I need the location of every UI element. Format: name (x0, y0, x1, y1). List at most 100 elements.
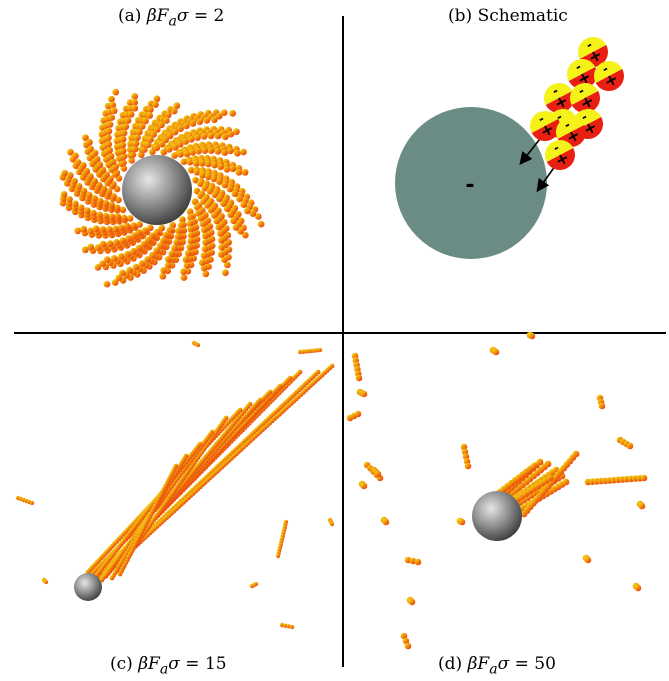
panel-a-bead (180, 268, 187, 275)
panel-a-bead (103, 171, 110, 179)
panel-a-bead (195, 209, 202, 217)
panel-a-bead (171, 143, 179, 151)
panel-a-bead (114, 213, 122, 220)
panel-a-bead (135, 244, 143, 252)
panel-c-filaments (15, 340, 335, 630)
particle-head-charge: - (600, 62, 611, 77)
panel-a-bead (138, 260, 146, 267)
panel-c-bead (286, 624, 291, 629)
panel-a-bead (187, 214, 194, 221)
panel-a-bead (216, 178, 223, 186)
panel-a-bead (210, 175, 218, 183)
panel-d-filaments (346, 331, 648, 650)
panel-a-bead (210, 211, 218, 219)
panel-a-bead (192, 160, 200, 167)
schematic-particle: -+ (544, 83, 574, 114)
panel-a-bead (77, 204, 85, 212)
panel-a-bead (153, 247, 161, 254)
panel-a-bead (80, 225, 87, 233)
panel-c-title: (c) βFaσ = 15 (110, 654, 227, 678)
panel-a-bead (173, 102, 181, 110)
panel-d-bead (374, 470, 382, 478)
panel-a-bead (168, 250, 176, 258)
panel-c-bead (289, 624, 295, 630)
panel-a-bead (115, 274, 123, 282)
panel-c-bead (43, 579, 49, 585)
panel-d-bead (464, 462, 472, 470)
panel-a-bead (99, 240, 107, 248)
panel-a-bead (115, 196, 122, 204)
panel-a-bead (223, 261, 231, 269)
particle-tail (531, 118, 560, 141)
panel-a-bead (108, 95, 115, 103)
panel-a-bead (175, 227, 183, 235)
panel-a-bead (215, 112, 223, 120)
panel-d-bead (572, 450, 580, 458)
panel-a-bead (240, 201, 248, 209)
particle-tail (595, 68, 624, 91)
particle-head-charge: - (562, 118, 573, 133)
panel-a-bead (198, 259, 206, 266)
panel-a-bead (214, 132, 222, 140)
panel-a-bead (87, 227, 94, 235)
panel-a-bead (220, 200, 227, 208)
panel-a-bead (215, 195, 223, 203)
panel-a-bead (183, 150, 191, 158)
panel-a-bead (162, 231, 170, 239)
panel-a-bead (204, 202, 211, 209)
panel-a-bead (173, 239, 181, 246)
panel-a-bead (177, 150, 184, 158)
panel-a-bead (144, 236, 152, 244)
panel-a-bead (203, 117, 211, 124)
panel-a-bead (79, 162, 87, 169)
panel-a-bead (112, 163, 119, 171)
panel-c-cargo (74, 573, 102, 601)
panel-a-bead (187, 135, 195, 143)
panel-a-bead (66, 196, 73, 203)
panel-d-bead (544, 460, 552, 468)
panel-a-bead (113, 239, 120, 246)
panel-a-bead (91, 149, 99, 157)
panel-a-bead (130, 222, 137, 230)
panel-a-bead (82, 134, 89, 142)
schematic-particle: -+ (545, 140, 575, 171)
panel-a-bead (254, 213, 262, 220)
panel-a-bead (96, 211, 103, 219)
panel-a-bead (95, 181, 103, 189)
panel-a-bead (240, 148, 247, 156)
panel-a-bead (217, 163, 225, 171)
panel-c-bead (197, 441, 203, 447)
panel-a-bead (119, 269, 126, 277)
panel-a-bead (223, 205, 231, 213)
panel-c-bead (297, 369, 303, 375)
panel-a-bead (106, 121, 114, 128)
particle-head (530, 111, 559, 134)
panel-a-bead (113, 204, 121, 212)
panel-a-bead (157, 242, 164, 250)
panel-d-bead (634, 584, 642, 592)
panel-a-bead (87, 243, 95, 251)
panel-a-bead (213, 217, 221, 225)
panel-a-bead (147, 136, 155, 143)
panel-a-bead (131, 104, 139, 112)
panel-d-bead (528, 332, 536, 340)
panel-a-bead (129, 151, 137, 159)
panel-a-bead (130, 247, 137, 255)
panel-a-bead (74, 159, 82, 166)
panel-a-bead (108, 213, 116, 221)
panel-a-bead (60, 191, 68, 198)
panel-a-bead (218, 236, 225, 244)
panel-a-bead (186, 243, 194, 251)
panel-a-bead (227, 130, 235, 138)
particle-head-charge: - (536, 112, 547, 127)
panel-a-bead (158, 121, 165, 129)
panel-d-bead (404, 556, 412, 564)
panel-a-bead (128, 157, 136, 164)
panel-c-bead (209, 429, 215, 435)
panel-a-bead (189, 120, 197, 127)
panel-a-bead (187, 225, 195, 233)
panel-a-bead (110, 192, 117, 200)
panel-d-bead (638, 502, 646, 510)
panel-a-bead (130, 232, 138, 240)
